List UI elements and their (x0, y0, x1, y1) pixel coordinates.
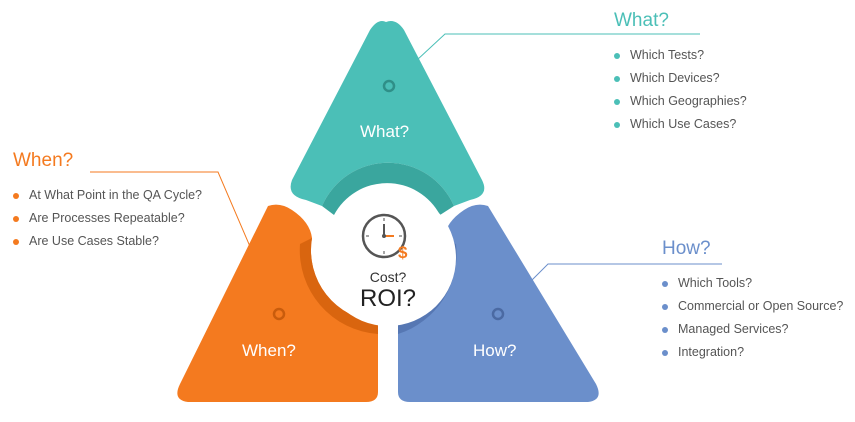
list-item: Which Devices? (614, 67, 720, 90)
list-item: Which Tests? (614, 44, 704, 67)
center-circle (320, 190, 456, 326)
how-segment-label: How? (473, 341, 517, 360)
what-list: Which Tests? Which Devices? Which Geogra… (614, 44, 747, 136)
list-item: Integration? (662, 341, 852, 364)
bullet-icon (614, 76, 620, 82)
bullet-icon (614, 122, 620, 128)
how-panel: How? Which Tools? Commercial or Open Sou… (662, 238, 852, 364)
when-segment (177, 204, 378, 402)
when-inner-shadow (299, 238, 378, 334)
when-segment-label: When? (242, 341, 296, 360)
list-item: Managed Services? (662, 318, 852, 341)
svg-text:$: $ (398, 243, 408, 262)
bullet-icon (662, 350, 668, 356)
list-item: Are Processes Repeatable? (13, 207, 213, 230)
roi-label: ROI? (359, 285, 416, 312)
what-connector-dot (382, 79, 396, 93)
bullet-icon (13, 239, 19, 245)
what-segment (290, 21, 485, 206)
how-connector-dot (491, 307, 505, 321)
how-list: Which Tools? Commercial or Open Source? … (662, 272, 852, 364)
when-list: At What Point in the QA Cycle? Are Proce… (13, 184, 213, 253)
list-item: Commercial or Open Source? (662, 295, 852, 318)
bullet-icon (614, 99, 620, 105)
bullet-icon (662, 304, 668, 310)
how-panel-title: How? (662, 238, 711, 259)
cost-label: Cost? (369, 269, 407, 285)
what-panel-title: What? (614, 10, 669, 31)
list-item: Which Tools? (662, 272, 852, 295)
bullet-icon (614, 53, 620, 59)
what-inner-shadow (322, 162, 454, 215)
when-connector-dot (272, 307, 286, 321)
list-item: Which Use Cases? (614, 113, 736, 136)
bullet-icon (13, 193, 19, 199)
list-item: At What Point in the QA Cycle? (13, 184, 213, 207)
when-panel-title: When? (13, 150, 74, 171)
what-segment-label: What? (360, 122, 410, 141)
bullet-icon (662, 281, 668, 287)
bullet-icon (13, 216, 19, 222)
when-panel: When? At What Point in the QA Cycle? Are… (13, 150, 213, 253)
list-item: Are Use Cases Stable? (13, 230, 213, 253)
list-item: Which Geographies? (614, 90, 747, 113)
bullet-icon (662, 327, 668, 333)
what-panel: What? Which Tests? Which Devices? Which … (614, 10, 747, 136)
clock-dollar-icon: $ (361, 213, 408, 262)
